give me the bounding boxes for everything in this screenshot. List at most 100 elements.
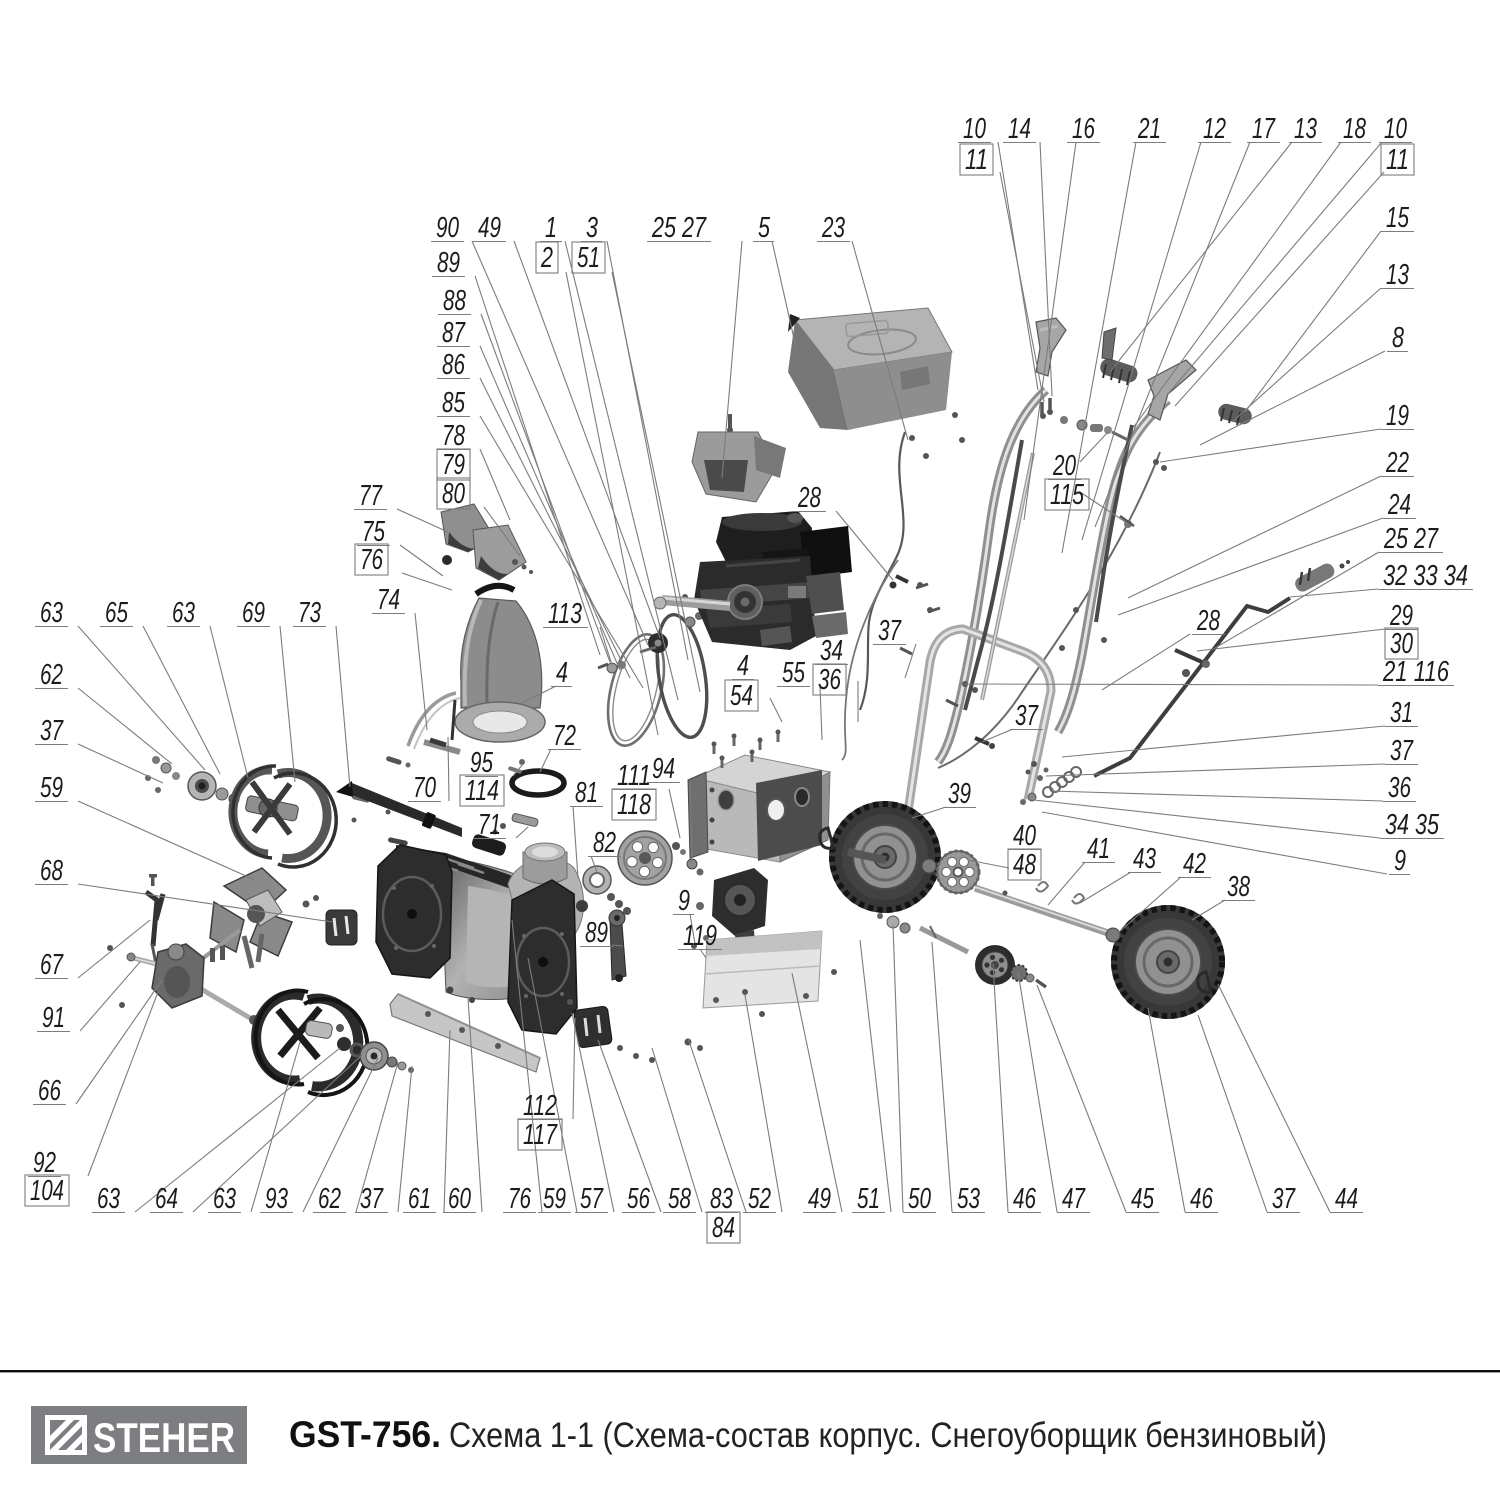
svg-text:3: 3 (586, 212, 598, 244)
svg-text:10: 10 (1384, 113, 1407, 145)
svg-text:34 35: 34 35 (1385, 809, 1440, 841)
svg-text:69: 69 (242, 597, 265, 629)
svg-text:53: 53 (957, 1183, 980, 1215)
svg-text:89: 89 (585, 917, 608, 949)
svg-text:80: 80 (442, 478, 465, 510)
svg-text:41: 41 (1087, 833, 1110, 865)
svg-text:51: 51 (857, 1183, 880, 1215)
svg-text:Схема 1-1 (Схема-состав корпус: Схема 1-1 (Схема-состав корпус. Снегоубо… (449, 1416, 1327, 1455)
svg-text:50: 50 (908, 1183, 931, 1215)
svg-text:45: 45 (1131, 1183, 1155, 1215)
svg-text:67: 67 (40, 949, 64, 981)
svg-text:9: 9 (1394, 845, 1406, 877)
svg-text:49: 49 (478, 212, 501, 244)
svg-text:115: 115 (1050, 479, 1085, 511)
svg-text:37: 37 (360, 1183, 384, 1215)
svg-text:39: 39 (948, 778, 971, 810)
svg-text:13: 13 (1294, 113, 1317, 145)
svg-text:36: 36 (818, 664, 842, 696)
svg-text:47: 47 (1062, 1183, 1086, 1215)
svg-text:119: 119 (683, 920, 717, 952)
svg-text:28: 28 (797, 482, 821, 514)
svg-text:111: 111 (617, 760, 651, 792)
svg-text:89: 89 (437, 247, 460, 279)
svg-text:59: 59 (40, 772, 63, 804)
svg-text:113: 113 (548, 598, 582, 630)
svg-text:25 27: 25 27 (1383, 523, 1439, 555)
svg-text:54: 54 (730, 680, 753, 712)
svg-text:83: 83 (710, 1183, 733, 1215)
svg-text:37: 37 (878, 615, 902, 647)
svg-text:95: 95 (470, 747, 494, 779)
svg-text:13: 13 (1386, 259, 1409, 291)
svg-text:91: 91 (42, 1002, 65, 1034)
svg-text:28: 28 (1196, 605, 1220, 637)
svg-text:118: 118 (617, 789, 651, 821)
svg-text:11: 11 (1386, 144, 1409, 176)
svg-text:90: 90 (436, 212, 459, 244)
svg-text:68: 68 (40, 855, 63, 887)
svg-text:56: 56 (627, 1183, 651, 1215)
svg-text:23: 23 (821, 212, 845, 244)
svg-text:32 33 34: 32 33 34 (1383, 560, 1468, 592)
svg-text:57: 57 (580, 1183, 604, 1215)
svg-text:34: 34 (820, 635, 843, 667)
svg-text:18: 18 (1343, 113, 1366, 145)
svg-text:49: 49 (808, 1183, 831, 1215)
svg-text:71: 71 (478, 809, 501, 841)
svg-text:63: 63 (97, 1183, 120, 1215)
svg-text:2: 2 (540, 242, 553, 274)
svg-text:24: 24 (1387, 489, 1411, 521)
svg-text:43: 43 (1133, 843, 1156, 875)
svg-text:62: 62 (40, 659, 63, 691)
svg-text:21 116: 21 116 (1382, 656, 1449, 688)
svg-text:92: 92 (33, 1147, 56, 1179)
svg-text:46: 46 (1190, 1183, 1214, 1215)
svg-text:16: 16 (1072, 113, 1096, 145)
svg-text:60: 60 (448, 1183, 471, 1215)
svg-text:84: 84 (712, 1212, 735, 1244)
svg-text:112: 112 (523, 1090, 557, 1122)
svg-text:104: 104 (30, 1175, 64, 1207)
svg-text:8: 8 (1392, 322, 1404, 354)
svg-text:GST-756.: GST-756. (289, 1414, 441, 1455)
svg-text:77: 77 (359, 480, 383, 512)
svg-text:44: 44 (1335, 1183, 1358, 1215)
svg-text:82: 82 (593, 827, 616, 859)
svg-text:64: 64 (155, 1183, 178, 1215)
svg-text:17: 17 (1252, 113, 1276, 145)
svg-text:58: 58 (668, 1183, 691, 1215)
svg-text:29: 29 (1389, 600, 1413, 632)
svg-text:46: 46 (1013, 1183, 1037, 1215)
svg-text:76: 76 (508, 1183, 532, 1215)
svg-text:72: 72 (553, 720, 576, 752)
svg-text:14: 14 (1008, 113, 1031, 145)
svg-text:78: 78 (442, 420, 465, 452)
svg-text:9: 9 (678, 885, 690, 917)
svg-text:73: 73 (298, 597, 321, 629)
svg-text:74: 74 (377, 584, 400, 616)
svg-text:63: 63 (40, 597, 63, 629)
svg-text:21: 21 (1137, 113, 1161, 145)
svg-text:10: 10 (963, 113, 986, 145)
svg-text:65: 65 (105, 597, 129, 629)
svg-text:63: 63 (172, 597, 195, 629)
svg-text:87: 87 (442, 317, 466, 349)
svg-text:76: 76 (360, 544, 384, 576)
svg-text:25 27: 25 27 (651, 212, 707, 244)
svg-text:40: 40 (1013, 820, 1036, 852)
svg-text:81: 81 (575, 777, 598, 809)
svg-text:37: 37 (40, 715, 64, 747)
svg-text:36: 36 (1388, 772, 1412, 804)
svg-text:12: 12 (1203, 113, 1226, 145)
svg-text:86: 86 (442, 349, 466, 381)
svg-text:STEHER: STEHER (93, 1414, 235, 1461)
svg-text:94: 94 (652, 753, 675, 785)
svg-text:38: 38 (1227, 871, 1250, 903)
svg-text:1: 1 (545, 212, 557, 244)
svg-text:30: 30 (1390, 628, 1413, 660)
svg-text:48: 48 (1013, 849, 1036, 881)
svg-text:19: 19 (1386, 400, 1409, 432)
svg-text:42: 42 (1183, 848, 1206, 880)
svg-text:79: 79 (442, 449, 465, 481)
